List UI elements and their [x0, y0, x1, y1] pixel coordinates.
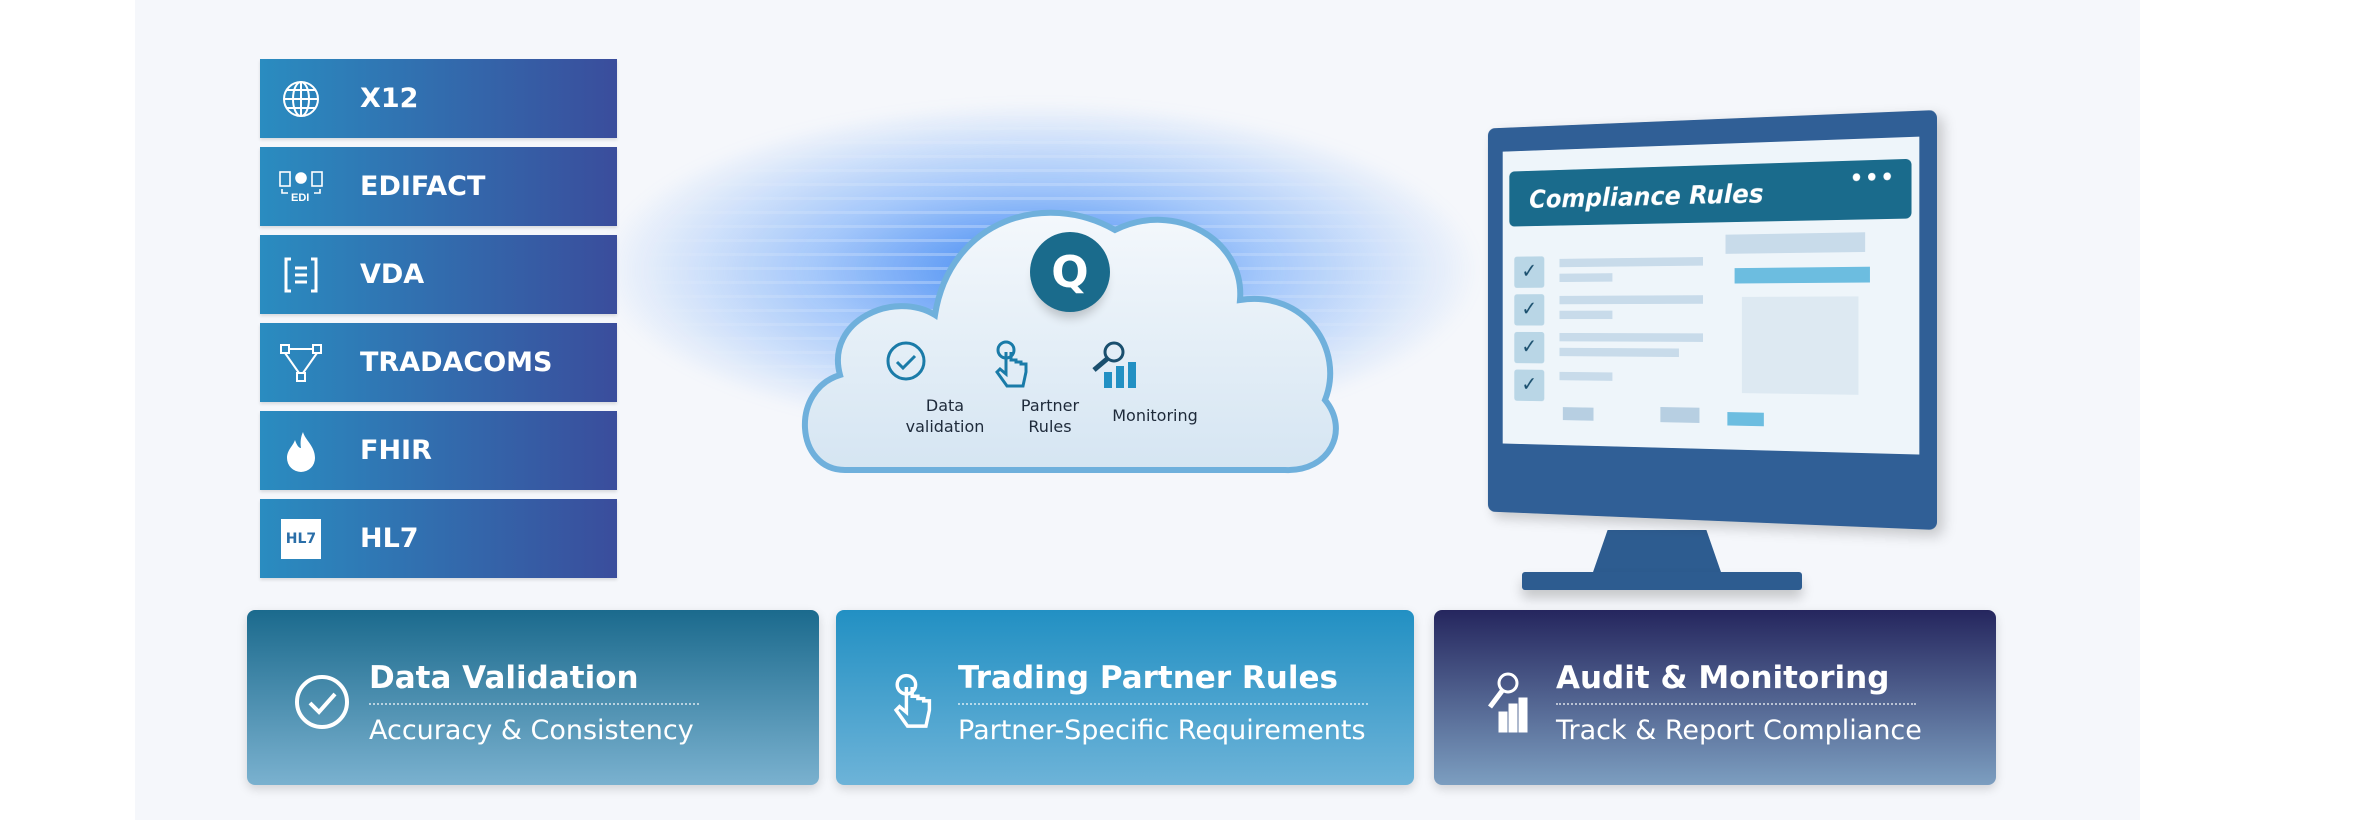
- card-title: Trading Partner Rules: [958, 660, 1338, 696]
- card-title: Audit & Monitoring: [1556, 660, 1890, 696]
- hl7-logo-icon: HL7: [278, 516, 324, 562]
- placeholder-line: [1559, 371, 1613, 381]
- card-subtitle: Track & Report Compliance: [1556, 715, 1922, 746]
- screen-button[interactable]: [1562, 407, 1594, 421]
- format-label: FHIR: [360, 435, 432, 466]
- checkbox-checked-icon: ✓: [1514, 331, 1545, 364]
- monitor-bezel: Compliance Rules ••• ✓ ✓ ✓ ✓: [1487, 110, 1937, 530]
- network-triangle-icon: [278, 340, 324, 386]
- format-hl7[interactable]: HL7 HL7: [260, 499, 617, 578]
- cloud-shape: [802, 209, 1339, 474]
- format-edifact[interactable]: EDI EDIFACT: [260, 147, 617, 226]
- hl7-logo-text: HL7: [281, 518, 321, 559]
- screen-title-bar: Compliance Rules •••: [1509, 158, 1912, 227]
- cloud-item-label: Data: [925, 396, 965, 415]
- placeholder-line: [1559, 347, 1679, 358]
- check-circle-icon: [885, 340, 1005, 395]
- cloud-item-label: validation: [905, 417, 985, 436]
- format-label: X12: [360, 83, 419, 114]
- cloud-platform: Q Data validation Partner Rules Monitori…: [785, 180, 1350, 480]
- panel-highlight: [1734, 266, 1870, 284]
- format-label: VDA: [360, 259, 425, 290]
- format-list: X12 EDI EDIFACT VDA TRADACOMS FHIR HL7 H…: [260, 59, 617, 587]
- globe-icon: [278, 76, 324, 122]
- format-label: TRADACOMS: [360, 347, 553, 378]
- cloud-item-label: Partner: [1020, 396, 1080, 415]
- divider: [958, 703, 1368, 705]
- more-icon[interactable]: •••: [1849, 165, 1896, 192]
- format-fhir[interactable]: FHIR: [260, 411, 617, 490]
- screen-button[interactable]: [1660, 407, 1700, 423]
- cloud-item-label: Monitoring: [1112, 406, 1198, 425]
- cloud-item-data-validation: Data validation: [885, 340, 1005, 437]
- logo-text: Q: [1051, 246, 1089, 298]
- logo-icon: Q: [1030, 232, 1110, 312]
- format-tradacoms[interactable]: TRADACOMS: [260, 323, 617, 402]
- screen-title: Compliance Rules: [1529, 178, 1764, 215]
- card-title: Data Validation: [369, 660, 639, 696]
- placeholder-line: [1559, 295, 1704, 305]
- format-label: HL7: [360, 523, 419, 554]
- svg-text:EDI: EDI: [291, 192, 309, 204]
- divider: [1556, 703, 1916, 705]
- card-subtitle: Partner-Specific Requirements: [958, 715, 1366, 746]
- card-audit-monitoring[interactable]: Audit & Monitoring Track & Report Compli…: [1434, 610, 1996, 785]
- panel-header: [1725, 232, 1866, 254]
- cloud-item-partner-rules: Partner Rules: [990, 340, 1110, 437]
- monitor-stand: [1592, 530, 1722, 575]
- edi-icon: EDI: [278, 164, 324, 210]
- check-circle-icon: [292, 672, 352, 732]
- format-vda[interactable]: VDA: [260, 235, 617, 314]
- panel-list: [1741, 296, 1859, 395]
- card-data-validation[interactable]: Data Validation Accuracy & Consistency: [247, 610, 819, 785]
- placeholder-line: [1559, 273, 1613, 283]
- document-bracket-icon: [278, 252, 324, 298]
- card-trading-partner-rules[interactable]: Trading Partner Rules Partner-Specific R…: [836, 610, 1414, 785]
- monitor-base: [1522, 572, 1802, 590]
- divider: [369, 703, 699, 705]
- flame-icon: [278, 428, 324, 474]
- checkbox-checked-icon: ✓: [1514, 256, 1545, 288]
- card-subtitle: Accuracy & Consistency: [369, 715, 694, 746]
- magnify-chart-icon: [1479, 672, 1539, 733]
- panel-button[interactable]: [1727, 412, 1764, 427]
- cloud-item-label: Rules: [1028, 417, 1072, 436]
- checkbox-checked-icon: ✓: [1514, 294, 1545, 326]
- hand-pointer-icon: [990, 340, 1110, 395]
- hand-pointer-icon: [881, 672, 941, 732]
- magnify-chart-icon: [1090, 340, 1220, 395]
- placeholder-line: [1559, 332, 1704, 342]
- placeholder-line: [1559, 257, 1704, 268]
- checkbox-checked-icon: ✓: [1514, 369, 1545, 402]
- format-label: EDIFACT: [360, 171, 486, 202]
- monitor-screen: Compliance Rules ••• ✓ ✓ ✓ ✓: [1502, 136, 1920, 455]
- format-x12[interactable]: X12: [260, 59, 617, 138]
- cloud-item-monitoring: Monitoring: [1090, 340, 1220, 426]
- placeholder-line: [1559, 310, 1613, 320]
